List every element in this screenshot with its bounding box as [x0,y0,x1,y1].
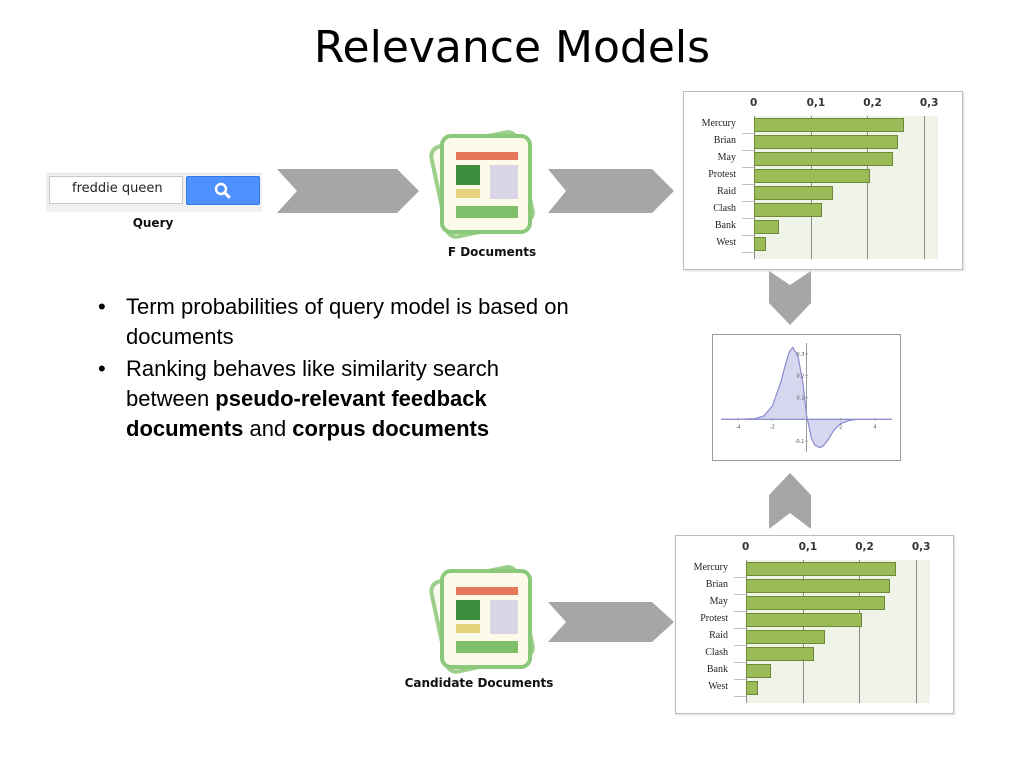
bar [754,152,893,166]
gridline [867,116,869,259]
y-tick-label: 0.3 [797,352,805,358]
search-button[interactable] [186,176,260,205]
bullet-item: • Ranking behaves like similarity search… [98,356,499,441]
x-tick-label: 0 [750,97,758,109]
x-tick-label: 0,1 [806,97,826,109]
category-label: West [716,237,736,248]
x-tick-label: -4 [736,424,741,430]
bar [746,647,814,661]
bar [746,562,897,576]
row-divider [734,611,746,612]
y-tick-label: -0.1 [795,439,805,445]
row-divider [742,150,754,151]
x-tick-label: 0,3 [919,97,939,109]
row-divider [742,252,754,253]
bar [754,118,905,132]
category-label: Raid [717,186,736,197]
y-tick-label: 0.1 [797,396,805,402]
category-label: Brian [705,579,728,590]
curve-area [721,346,892,449]
x-tick-label: 0 [742,541,750,553]
bar [746,579,891,593]
bar [746,664,772,678]
feedback-docs-caption: F Documents [447,245,537,259]
category-label: Mercury [701,118,736,129]
row-divider [734,594,746,595]
document-stack-icon [429,130,535,239]
row-divider [742,201,754,202]
row-divider [742,218,754,219]
row-divider [734,628,746,629]
row-divider [734,696,746,697]
category-label: Bank [706,664,728,675]
x-tick-label: 0,2 [855,541,874,553]
x-tick-label: 2 [839,424,842,430]
category-label: Protest [708,169,736,180]
category-label: West [708,681,728,692]
category-label: Clash [705,647,728,658]
x-tick-label: -2 [770,424,775,430]
bullet-list: • Term probabilities of query model is b… [92,292,582,446]
bar [754,169,871,183]
bullet-bold-text: pseudo-relevant feedback documents [126,386,487,441]
arrow-right-icon [548,169,674,213]
row-divider [734,679,746,680]
query-caption: Query [132,216,174,230]
category-label: Mercury [693,562,728,573]
category-label: Protest [700,613,728,624]
arrow-down-icon [769,271,811,325]
x-tick-label: 0,3 [911,541,931,553]
bar [746,681,759,695]
x-tick-label: 4 [873,424,876,430]
curve-chart: -4 -2 2 4 0.3 0.2 0.1 -0.1 [712,334,901,461]
curve-plot: -4 -2 2 4 0.3 0.2 0.1 -0.1 [721,343,892,452]
row-divider [734,577,746,578]
bullet-bold-text: corpus documents [292,416,490,441]
category-label: Clash [713,203,736,214]
x-tick-label: 0,1 [798,541,818,553]
bullet-text: and [243,416,293,441]
bar [754,203,822,217]
bullet-item: • Term probabilities of query model is b… [98,294,569,349]
row-divider [742,133,754,134]
search-input[interactable]: freddie queen [49,176,183,204]
category-label: Bank [714,220,736,231]
bullet-text: Ranking behaves like similarity search b… [126,356,499,411]
slide-title: Relevance Models [313,22,711,73]
arrow-right-icon [277,169,419,213]
category-label: Raid [709,630,728,641]
category-label: May [709,596,728,607]
search-icon [214,182,231,199]
bar [746,596,885,610]
candidate-docs-caption: Candidate Documents [404,676,554,690]
bar [754,237,767,251]
bar [754,220,780,234]
gridline [859,560,861,703]
category-label: Brian [713,135,736,146]
arrow-up-icon [769,473,811,529]
arrow-right-icon [548,602,674,642]
bullet-text: Term probabilities of query model is bas… [126,294,569,349]
gridline [915,560,917,703]
row-divider [734,645,746,646]
gridline [923,116,925,259]
bar [754,186,834,200]
category-label: May [717,152,736,163]
bar [754,135,899,149]
y-tick-label: 0.2 [797,374,805,380]
row-divider [734,662,746,663]
bar [746,630,826,644]
document-stack-icon [429,565,535,674]
row-divider [742,167,754,168]
bar [746,613,863,627]
row-divider [742,235,754,236]
row-divider [742,184,754,185]
x-tick-label: 0,2 [863,97,882,109]
